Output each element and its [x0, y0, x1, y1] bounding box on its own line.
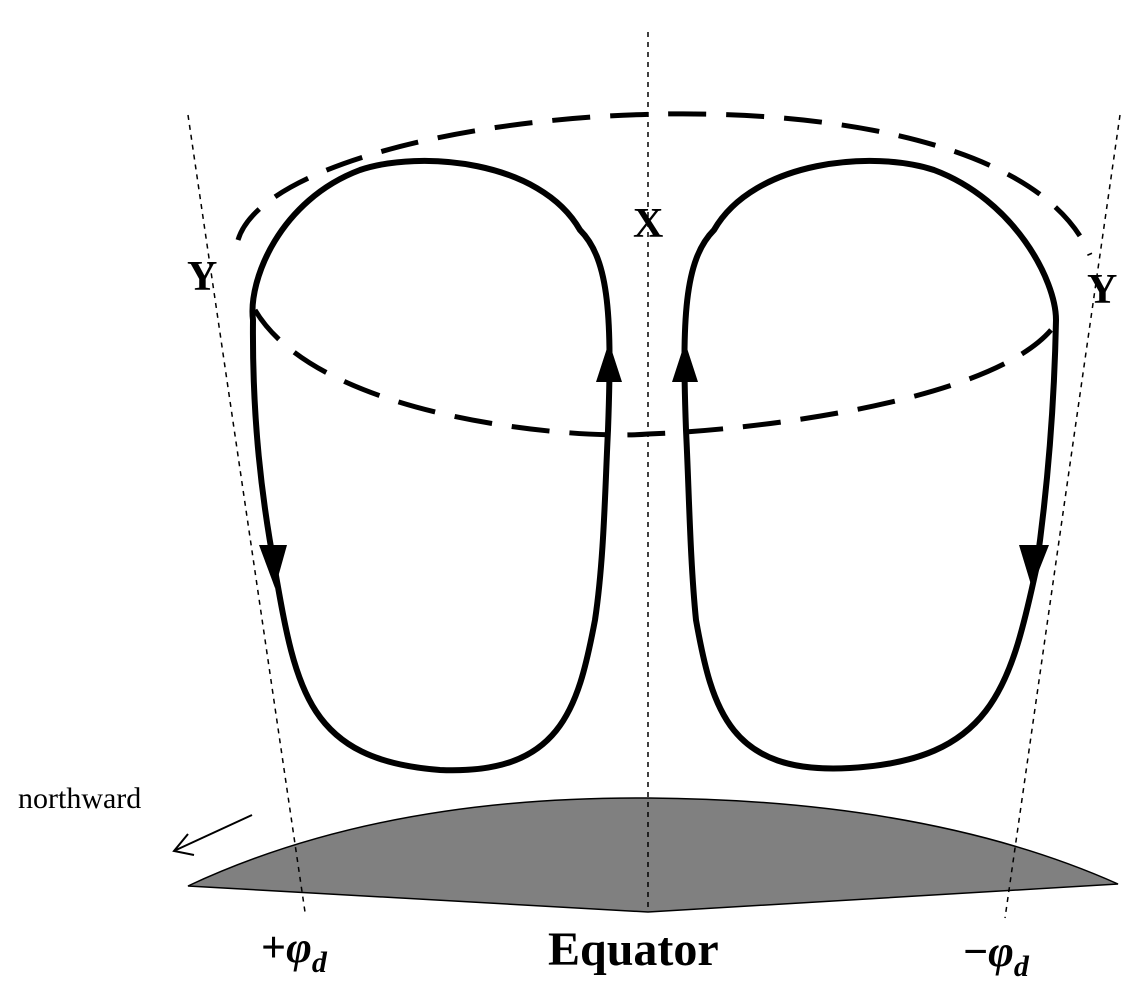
- earth-surface: [187, 797, 1119, 913]
- right-field-loop: [681, 157, 1059, 772]
- dashed-ring-bottom: [252, 308, 1058, 438]
- y-left-label: Y: [187, 254, 217, 300]
- phi-subscript: d: [312, 946, 328, 979]
- arrow-up-right-loop: [672, 342, 698, 382]
- y-right-label: Y: [1087, 267, 1117, 313]
- minus-phi-d-label: −φd: [963, 927, 1030, 983]
- x-point-label: X: [633, 201, 663, 247]
- phi-subscript: d: [1014, 950, 1030, 983]
- phi-symbol: φ: [286, 923, 312, 972]
- arrow-down-right-loop: [1019, 545, 1049, 588]
- left-field-loop: [249, 157, 613, 774]
- northward-label: northward: [18, 782, 141, 815]
- arrow-down-left-loop: [259, 545, 287, 588]
- phi-symbol: φ: [988, 927, 1014, 976]
- equator-label: Equator: [548, 923, 719, 976]
- left-latitude-line: [187, 114, 306, 913]
- svg-text:−φd: −φd: [963, 927, 1030, 983]
- minus-sign: −: [963, 927, 988, 976]
- svg-text:+φd: +φd: [261, 923, 328, 979]
- arrow-up-left-loop: [596, 342, 622, 382]
- dashed-ring-top: [235, 111, 1093, 256]
- plus-sign: +: [261, 923, 286, 972]
- northward-arrow-icon: [172, 814, 253, 856]
- plus-phi-d-label: +φd: [261, 923, 328, 979]
